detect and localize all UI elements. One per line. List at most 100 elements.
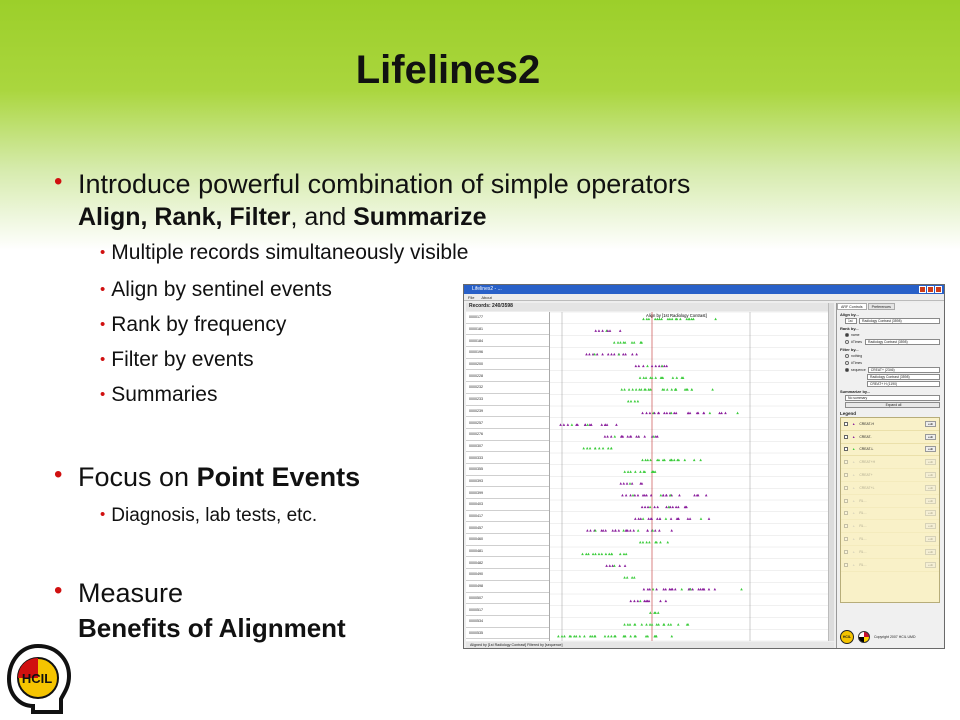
record-row[interactable]: 0000460 [466,534,549,546]
event-marker [629,529,632,532]
status-bar: Aligned by [1st Radiology Contrast] Filt… [466,642,834,648]
legend-item[interactable]: ▲RL...edit [841,546,939,559]
legend-item[interactable]: ▲RL...edit [841,508,939,521]
record-row[interactable]: 0000233 [466,394,549,406]
record-row[interactable]: 0000535 [466,628,549,640]
legend-edit-button[interactable]: edit [925,510,936,517]
filter-nothing-option[interactable]: nothing [845,353,940,359]
legend-checkbox[interactable] [844,549,848,554]
legend-item[interactable]: ▲RL...edit [841,533,939,546]
record-row[interactable]: 0000490 [466,569,549,581]
filter-nothing-radio[interactable] [845,354,849,358]
rank-times-radio[interactable] [845,340,849,344]
legend-edit-button[interactable]: edit [925,484,936,491]
legend-item[interactable]: ▲RL...edit [841,520,939,534]
legend-checkbox[interactable] [844,498,848,503]
record-row[interactable]: 0000417 [466,511,549,523]
record-row[interactable]: 0000457 [466,522,549,535]
align-event-select[interactable]: Radiology Contrast (3598) [859,318,940,324]
event-marker [610,634,613,638]
filter-sequence-radio[interactable] [845,368,849,372]
record-row[interactable]: 0000482 [466,557,549,570]
legend-item[interactable]: ▲CREAT-edit [841,431,939,444]
legend-edit-button[interactable]: edit [925,561,936,568]
record-row[interactable]: 0000403 [466,499,549,511]
legend-checkbox[interactable] [844,447,848,452]
legend-checkbox[interactable] [844,511,848,516]
event-marker [670,634,674,638]
record-row[interactable]: 0000534 [466,616,549,628]
record-row[interactable]: 0000507 [466,593,549,605]
menu-about[interactable]: About [481,295,492,300]
record-row[interactable]: 0000232 [466,382,549,394]
menu-file[interactable]: File [468,295,475,300]
tab-arf-controls[interactable]: ARF Controls [837,303,867,310]
legend-item[interactable]: ▲RL...edit [841,495,939,508]
record-row[interactable]: 0000257 [466,417,549,429]
legend-checkbox[interactable] [844,562,848,567]
record-row[interactable]: 0000184 [466,335,549,348]
legend-edit-button[interactable]: edit [925,497,936,504]
rank-event-select[interactable]: Radiology Contrast (3598) [865,339,940,345]
legend-item[interactable]: ▲CREAT+edit [841,469,939,482]
align-ordinal-select[interactable]: 1st [845,318,857,324]
rank-name-radio[interactable] [845,333,849,337]
event-timeline-plot[interactable]: Align by [1st Radiology Contrast] [550,312,828,641]
legend-checkbox[interactable] [844,485,848,490]
legend-edit-button[interactable]: edit [925,548,936,555]
close-icon[interactable] [935,286,942,293]
rank-section-title: Rank by... [840,326,859,331]
event-marker [670,529,674,532]
filter-times-radio[interactable] [845,361,849,365]
event-marker [660,364,664,368]
legend-checkbox[interactable] [844,537,848,542]
record-row[interactable]: 0000181 [466,324,549,336]
record-row[interactable]: 0000517 [466,604,549,616]
legend-edit-button[interactable]: edit [925,446,936,453]
legend-edit-button[interactable]: edit [925,459,936,466]
expand-all-button[interactable]: Expand all [845,402,940,408]
legend-edit-button[interactable]: edit [925,433,936,440]
record-row[interactable]: 0000276 [466,429,549,441]
legend-edit-button[interactable]: edit [925,536,936,543]
legend-edit-button[interactable]: edit [925,523,936,530]
legend-checkbox[interactable] [844,473,848,478]
tab-preferences[interactable]: Preferences [867,303,895,310]
record-row[interactable]: 0000393 [466,476,549,488]
record-row[interactable]: 0000355 [466,464,549,476]
record-row[interactable]: 0000498 [466,581,549,593]
event-marker [648,587,652,591]
rank-name-option[interactable]: name [845,332,940,338]
maximize-icon[interactable] [927,286,934,293]
record-row[interactable]: 0000196 [466,347,549,359]
legend-edit-button[interactable]: edit [925,472,936,479]
record-row[interactable]: 0000399 [466,487,549,499]
filter-seq-select-2[interactable]: Radiology Contrast (3598) [867,374,940,380]
record-row[interactable]: 0000481 [466,546,549,558]
filter-seq-select-3[interactable]: CREAT+ H (1190) [867,381,940,387]
minimize-icon[interactable] [919,286,926,293]
record-row[interactable]: 0000200 [466,359,549,371]
record-row[interactable]: 0000333 [466,452,549,464]
legend-checkbox[interactable] [844,524,848,529]
summarize-select[interactable]: No summary [845,395,940,401]
filter-times-option[interactable]: #Times [845,360,940,366]
legend-checkbox[interactable] [844,421,848,426]
filter-seq-select-1[interactable]: CREAT+ (2346) [867,367,940,373]
records-scrollbar[interactable] [828,303,834,641]
record-row[interactable]: 0000239 [466,406,549,418]
record-row[interactable]: 0000307 [466,441,549,453]
legend-checkbox[interactable] [844,434,848,439]
legend-checkbox[interactable] [844,460,848,465]
legend-item[interactable]: ▲RL...edit [841,559,939,572]
record-row[interactable]: 0000228 [466,370,549,383]
record-row[interactable]: 0000177 [466,312,549,324]
legend-edit-button[interactable]: edit [925,420,936,427]
